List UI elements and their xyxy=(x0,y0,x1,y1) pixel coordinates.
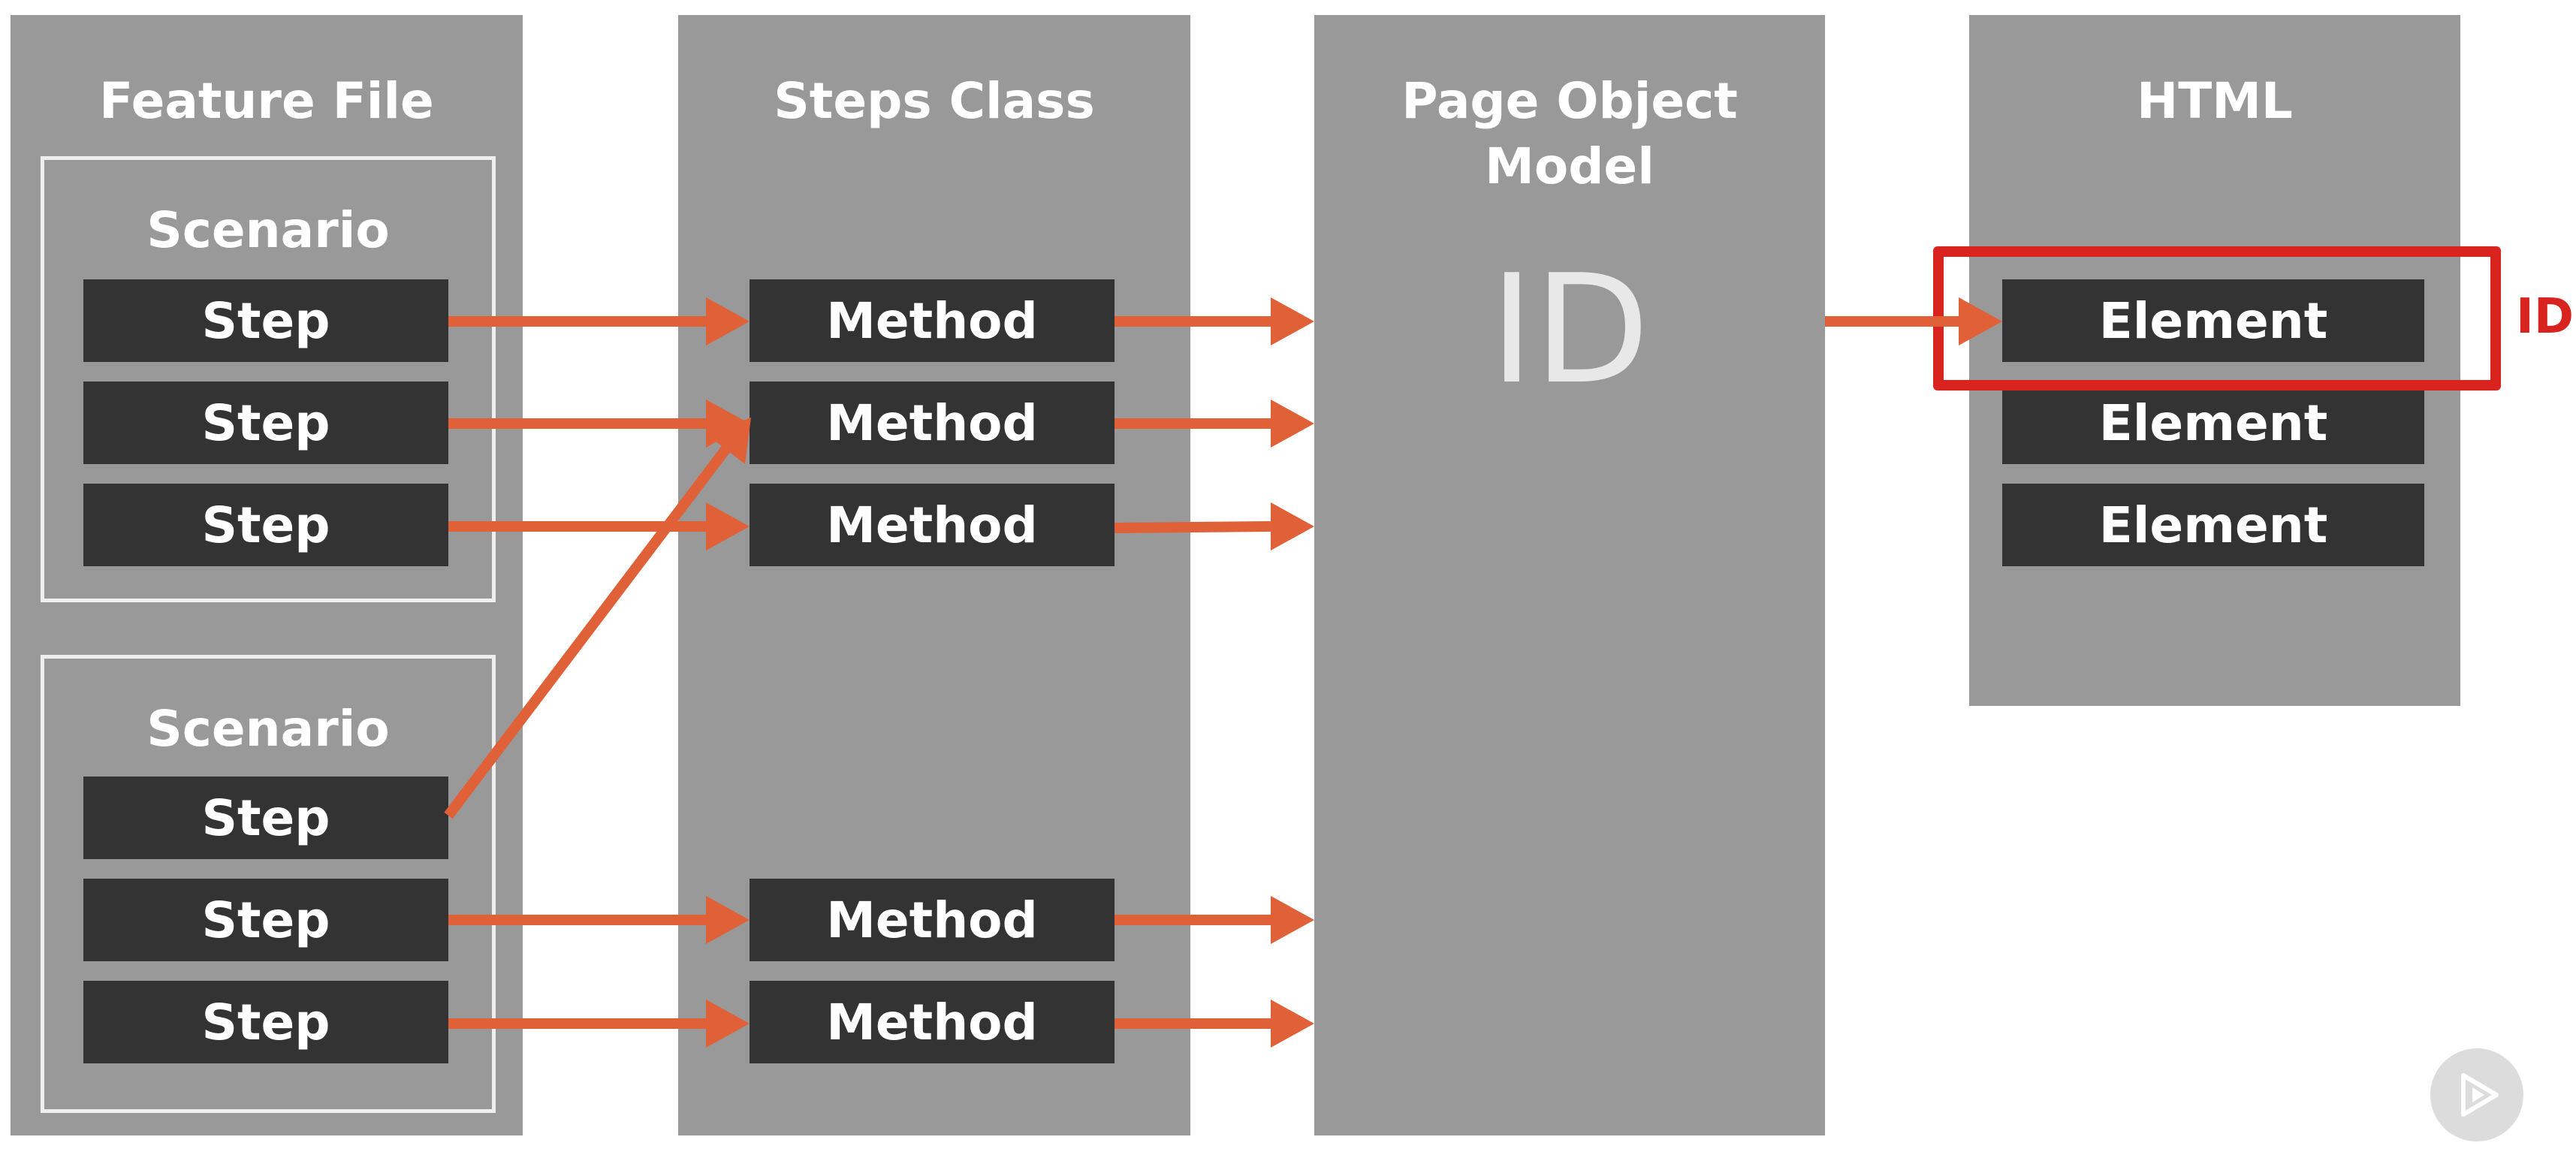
method-2: Method xyxy=(750,381,1115,464)
arrowhead-method3-pom xyxy=(1271,502,1314,550)
method-1: Method xyxy=(750,279,1115,362)
method-4: Method xyxy=(750,879,1115,961)
scenario-2-step-3: Step xyxy=(83,981,448,1063)
feature-file-title: Feature File xyxy=(99,72,434,130)
feature-file-column: Feature File Scenario Step Step Step Sce… xyxy=(11,15,523,1135)
scenario-2-frame: Scenario xyxy=(41,655,496,1113)
arrowhead-method1-pom xyxy=(1271,297,1314,345)
scenario-1-label: Scenario xyxy=(146,201,390,259)
element-1: Element xyxy=(2002,279,2424,362)
arrowhead-method2-pom xyxy=(1271,400,1314,448)
steps-class-column: Steps Class Method Method Method Method … xyxy=(678,15,1190,1135)
page-object-model-column: Page Object Model ID xyxy=(1314,15,1825,1135)
element-3: Element xyxy=(2002,484,2424,566)
highlight-id-label: ID xyxy=(2516,289,2574,345)
scenario-2-step-2: Step xyxy=(83,879,448,961)
scenario-1-step-3: Step xyxy=(83,484,448,566)
arrowhead-method4-pom xyxy=(1271,896,1314,944)
scenario-1-frame: Scenario xyxy=(41,156,496,602)
element-2: Element xyxy=(2002,381,2424,464)
html-title: HTML xyxy=(2137,72,2293,130)
page-object-model-title-line1: Page Object xyxy=(1401,72,1738,130)
arrowhead-method5-pom xyxy=(1271,1000,1314,1048)
scenario-1-step-1: Step xyxy=(83,279,448,362)
scenario-2-step-1: Step xyxy=(83,777,448,859)
scenario-2-label: Scenario xyxy=(146,700,390,758)
steps-class-title: Steps Class xyxy=(774,72,1095,130)
html-column: HTML Element Element Element xyxy=(1969,15,2460,706)
method-5: Method xyxy=(750,981,1115,1063)
play-button[interactable] xyxy=(2430,1048,2523,1141)
page-object-id-text: ID xyxy=(1489,243,1650,418)
element-highlight-box xyxy=(1933,246,2501,391)
scenario-1-step-2: Step xyxy=(83,381,448,464)
page-object-model-title-line2: Model xyxy=(1485,137,1654,195)
method-3: Method xyxy=(750,484,1115,566)
play-icon xyxy=(2461,1073,2499,1117)
